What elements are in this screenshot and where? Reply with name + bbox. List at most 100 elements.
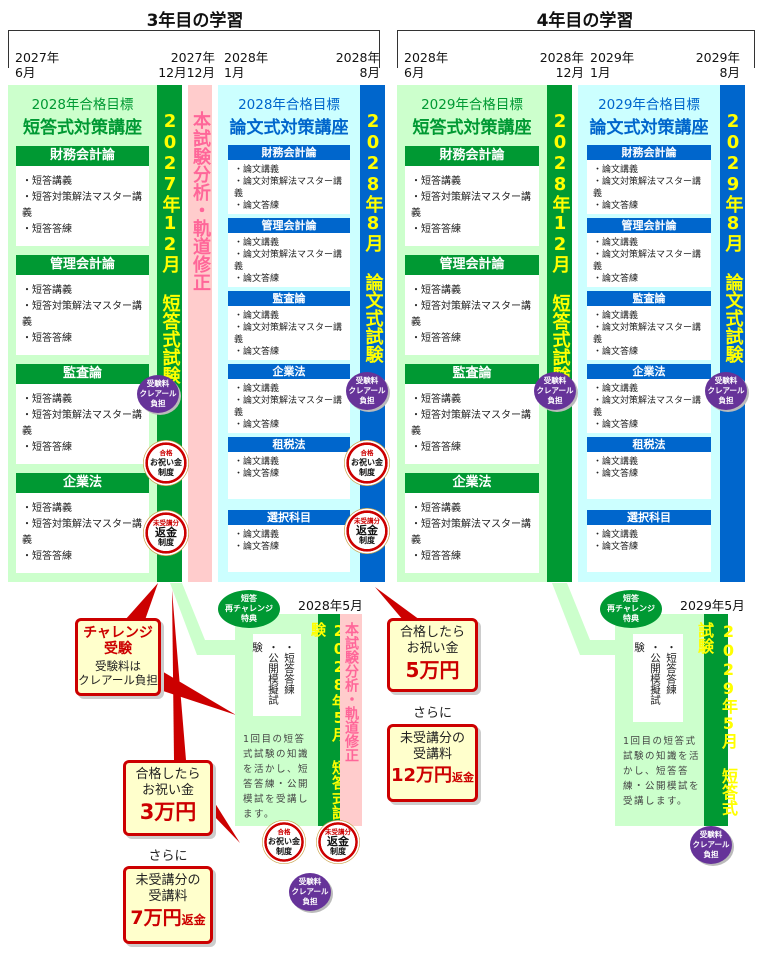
panel-subtitle: 2028年合格目標 bbox=[238, 97, 340, 113]
subject-item: ・論文答練 bbox=[593, 274, 639, 284]
subject-item: ・論文答練 bbox=[234, 347, 280, 357]
refund-medal: 未受講分返金制度 bbox=[316, 820, 360, 864]
subject-item: ・論文対策解法マスター講義 bbox=[234, 177, 343, 199]
y4-essay-exam-bar: 2029年8月 論文式試験 bbox=[720, 85, 745, 582]
subject-item: ・論文答練 bbox=[234, 469, 280, 479]
subject-header: 企業法 bbox=[228, 364, 350, 379]
subject-item: ・論文答練 bbox=[593, 542, 639, 552]
subject-item: ・短答講義 bbox=[22, 176, 72, 187]
subject-item: ・論文答練 bbox=[234, 274, 280, 284]
subject-header: 監査論 bbox=[587, 291, 711, 306]
fee-paid-seal: 受験料クレアール負担 bbox=[690, 826, 732, 864]
pointer-reward5 bbox=[375, 587, 420, 620]
subject-item: ・短答対策解法マスター講義 bbox=[22, 192, 142, 219]
subject-item: ・短答講義 bbox=[22, 285, 72, 296]
subject-item: ・論文講義 bbox=[234, 165, 280, 175]
refund-7man-callout: 未受講分の受講料 7万円返金 bbox=[123, 866, 213, 944]
retry-benefit-badge: 短答再チャレンジ特典 bbox=[600, 590, 662, 628]
panel-title: 短答式対策講座 bbox=[412, 118, 532, 138]
reward-5man-callout: 合格したらお祝い金 5万円 bbox=[387, 618, 478, 692]
subject-item: ・論文講義 bbox=[593, 238, 639, 248]
subject-item: ・論文講義 bbox=[593, 311, 639, 321]
subject-item: ・短答答練 bbox=[411, 551, 461, 562]
subject-item: ・論文講義 bbox=[593, 457, 639, 467]
subject-item: ・論文対策解法マスター講義 bbox=[234, 250, 343, 272]
subject-header: 財務会計論 bbox=[228, 145, 350, 160]
reward-3man-callout: 合格したらお祝い金 3万円 bbox=[123, 760, 213, 836]
may-items: ・短答答練・公開模擬試験 bbox=[633, 634, 683, 722]
subject-box: 選択科目・論文講義・論文答練 bbox=[228, 510, 350, 572]
y3-may-exam-bar: 2028年5月 短答式試験 bbox=[309, 614, 348, 826]
y4-may-panel: ・短答答練・公開模擬試験 1回目の短答式試験の知識を活かし、短答答練・公開模試を… bbox=[615, 614, 705, 826]
subject-header: 管理会計論 bbox=[405, 255, 539, 275]
subject-item: ・短答講義 bbox=[411, 285, 461, 296]
subject-item: ・論文対策解法マスター講義 bbox=[593, 250, 702, 272]
pointer-reward3 bbox=[172, 590, 186, 760]
subject-item: ・短答対策解法マスター講義 bbox=[411, 301, 531, 328]
subject-box: 監査論・論文講義・論文対策解法マスター講義・論文答練 bbox=[228, 291, 350, 360]
pointer-challenge bbox=[125, 583, 158, 620]
subject-box: 財務会計論・短答講義・短答対策解法マスター講義・短答答練 bbox=[405, 146, 539, 246]
may-description: 1回目の短答式試験の知識を活かし、短答答練・公開模試を受講します。 bbox=[243, 734, 310, 820]
panel-title: 論文式対策講座 bbox=[229, 118, 349, 138]
subject-item: ・短答講義 bbox=[22, 394, 72, 405]
subject-item: ・短答答練 bbox=[411, 333, 461, 344]
subject-box: 租税法・論文講義・論文答練 bbox=[587, 437, 711, 499]
subject-item: ・論文講義 bbox=[593, 384, 639, 394]
subject-item: ・論文対策解法マスター講義 bbox=[234, 323, 343, 345]
subject-item: ・短答答練 bbox=[22, 224, 72, 235]
subject-item: ・論文講義 bbox=[234, 384, 280, 394]
subject-box: 企業法・短答講義・短答対策解法マスター講義・短答答練 bbox=[16, 473, 149, 573]
may-items: ・短答答練・公開模擬試験 bbox=[251, 634, 301, 716]
subject-box: 監査論・論文講義・論文対策解法マスター講義・論文答練 bbox=[587, 291, 711, 360]
subject-item: ・短答対策解法マスター講義 bbox=[22, 301, 142, 328]
subject-item: ・論文答練 bbox=[234, 201, 280, 211]
subject-box: 監査論・短答講義・短答対策解法マスター講義・短答答練 bbox=[16, 364, 149, 464]
year3-title: 3年目の学習 bbox=[146, 11, 244, 31]
subject-header: 管理会計論 bbox=[16, 255, 149, 275]
subject-item: ・短答対策解法マスター講義 bbox=[22, 410, 142, 437]
panel-title: 論文式対策講座 bbox=[589, 118, 709, 138]
subject-box: 企業法・論文講義・論文対策解法マスター講義・論文答練 bbox=[228, 364, 350, 433]
subject-item: ・短答答練 bbox=[22, 551, 72, 562]
subject-item: ・論文答練 bbox=[593, 420, 639, 430]
panel-subtitle: 2028年合格目標 bbox=[31, 97, 134, 113]
y3-essay-panel: 2028年合格目標論文式対策講座 財務会計論・論文講義・論文対策解法マスター講義… bbox=[218, 85, 360, 582]
fee-paid-seal: 受験料クレアール負担 bbox=[346, 372, 388, 410]
y3-essay-exam-bar: 2028年8月 論文式試験 bbox=[360, 85, 385, 582]
fee-paid-seal: 受験料クレアール負担 bbox=[289, 873, 331, 911]
subject-item: ・論文答練 bbox=[234, 542, 280, 552]
year3-bracket bbox=[8, 30, 380, 68]
subject-header: 監査論 bbox=[228, 291, 350, 306]
subject-item: ・短答対策解法マスター講義 bbox=[411, 519, 531, 546]
reward-medal: 合格お祝い金制度 bbox=[262, 820, 306, 864]
subject-item: ・短答答練 bbox=[22, 442, 72, 453]
subject-item: ・論文講義 bbox=[234, 238, 280, 248]
subject-box: 財務会計論・短答講義・短答対策解法マスター講義・短答答練 bbox=[16, 146, 149, 246]
subject-item: ・短答対策解法マスター講義 bbox=[411, 410, 531, 437]
reward-medal: 合格お祝い金制度 bbox=[344, 440, 390, 486]
subject-item: ・論文対策解法マスター講義 bbox=[593, 396, 702, 418]
subject-header: 租税法 bbox=[228, 437, 350, 452]
subject-box: 企業法・論文講義・論文対策解法マスター講義・論文答練 bbox=[587, 364, 711, 433]
fee-paid-seal: 受験料クレアール負担 bbox=[137, 375, 179, 413]
subject-header: 企業法 bbox=[16, 473, 149, 493]
subject-box: 租税法・論文講義・論文答練 bbox=[228, 437, 350, 499]
panel-subtitle: 2029年合格目標 bbox=[598, 97, 700, 113]
y3-analysis-bar: 本試験分析・軌道修正 bbox=[188, 85, 212, 582]
fee-paid-seal: 受験料クレアール負担 bbox=[534, 372, 576, 410]
subject-list: 財務会計論・論文講義・論文対策解法マスター講義・論文答練管理会計論・論文講義・論… bbox=[587, 145, 711, 572]
subject-item: ・短答講義 bbox=[411, 503, 461, 514]
y4-may-exam-bar: 2029年5月 短答式試験 bbox=[695, 614, 738, 826]
retry-benefit-badge: 短答再チャレンジ特典 bbox=[218, 590, 280, 628]
y4-short-exam-bar: 2028年12月 短答式試験 bbox=[547, 85, 572, 582]
reward-medal: 合格お祝い金制度 bbox=[143, 440, 189, 486]
may-date: 2029年5月 bbox=[680, 598, 745, 613]
subject-box: 管理会計論・短答講義・短答対策解法マスター講義・短答答練 bbox=[16, 255, 149, 355]
